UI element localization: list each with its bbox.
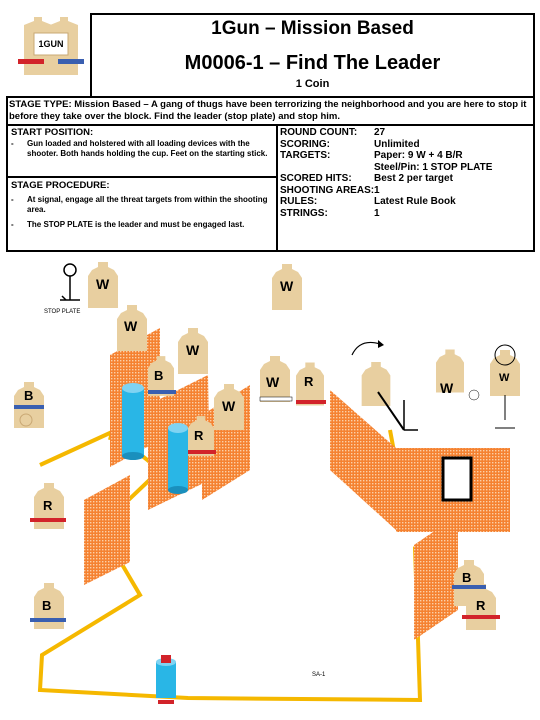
procedure-item-2: The STOP PLATE is the leader and must be… [27, 220, 245, 229]
logo-text: 1GUN [38, 39, 64, 49]
start-position-heading: START POSITION: [11, 127, 94, 138]
stats-box [276, 124, 535, 252]
mesh-wall [330, 390, 396, 530]
window-opening [441, 456, 473, 502]
target-label: W [280, 278, 294, 294]
stat-value: Latest Rule Book [374, 196, 456, 207]
stage-name: M0006-1 – Find The Leader [184, 52, 441, 74]
start-position-bullet: - [11, 139, 14, 148]
procedure-heading: STAGE PROCEDURE: [11, 180, 110, 191]
stat-value: 27 [374, 127, 386, 138]
stat-label: SCORING: [280, 138, 330, 150]
stat-value: Paper: 9 W + 4 B/R [374, 150, 463, 161]
stat-row: SCORED HITS: Best 2 per target [280, 173, 532, 185]
stat-row: RULES: Latest Rule Book [280, 196, 532, 208]
procedure-bullet-1: - [11, 195, 14, 204]
stat-row: SCORING: Unlimited [280, 139, 532, 151]
divider [6, 176, 278, 178]
stats-list: ROUND COUNT: 27 SCORING: Unlimited TARGETS… [280, 127, 532, 219]
stat-label: SHOOTING AREAS: [280, 184, 375, 196]
target-label: R [43, 498, 53, 513]
target-label: W [222, 398, 236, 414]
stat-label: STRINGS: [280, 207, 328, 219]
target-label: B [42, 598, 52, 613]
target-label: B [154, 368, 164, 383]
stat-label: RULES: [280, 196, 318, 207]
target-label: W [499, 372, 510, 384]
procedure-item-1: At signal, engage all the threat targets… [27, 195, 268, 214]
start-position-text: Gun loaded and holstered with all loadin… [27, 139, 268, 158]
target-label: W [96, 276, 110, 292]
stat-value: Best 2 per target [374, 173, 453, 184]
target-label: B [24, 388, 34, 403]
stop-plate-label: STOP PLATE [44, 309, 81, 315]
stop-plate [60, 263, 80, 301]
procedure-bullet-2: - [11, 220, 14, 229]
barrel [168, 423, 188, 494]
target-label: W [124, 318, 138, 334]
stat-row: TARGETS: Paper: 9 W + 4 B/R [280, 150, 532, 162]
target-label: W [186, 342, 200, 358]
stat-value: Steel/Pin: 1 STOP PLATE [374, 161, 493, 173]
stat-row: ROUND COUNT: 27 [280, 127, 532, 139]
stat-label: TARGETS: [280, 150, 331, 161]
stat-row: STRINGS: 1 [280, 208, 532, 220]
mesh-wall [414, 515, 458, 640]
stage-id: SA-1 [312, 672, 326, 678]
stat-label: SCORED HITS: [280, 173, 352, 184]
target-label: R [304, 374, 314, 389]
coin-count: 1 Coin [295, 78, 330, 90]
page-title: 1Gun – Mission Based [211, 18, 414, 39]
start-barrel [156, 655, 176, 704]
stat-value: 1 [374, 184, 380, 196]
stat-value: Unlimited [374, 138, 420, 150]
target-label: W [266, 374, 280, 390]
stat-row: SHOOTING AREAS:1 [280, 185, 532, 197]
barrel [122, 383, 144, 460]
target-label: R [194, 428, 204, 443]
target-label: B [462, 570, 472, 585]
logo: 1GUN [16, 17, 86, 79]
stat-value: 1 [374, 207, 380, 219]
target-label: R [476, 598, 486, 613]
swinger-target [494, 344, 516, 429]
stat-label: ROUND COUNT: [280, 127, 358, 138]
rotating-target [351, 340, 418, 431]
target-label: W [440, 380, 454, 396]
mesh-wall [84, 475, 130, 585]
stage-type: STAGE TYPE: Mission Based – A gang of th… [9, 99, 527, 122]
stat-row: Steel/Pin: 1 STOP PLATE [280, 162, 532, 174]
